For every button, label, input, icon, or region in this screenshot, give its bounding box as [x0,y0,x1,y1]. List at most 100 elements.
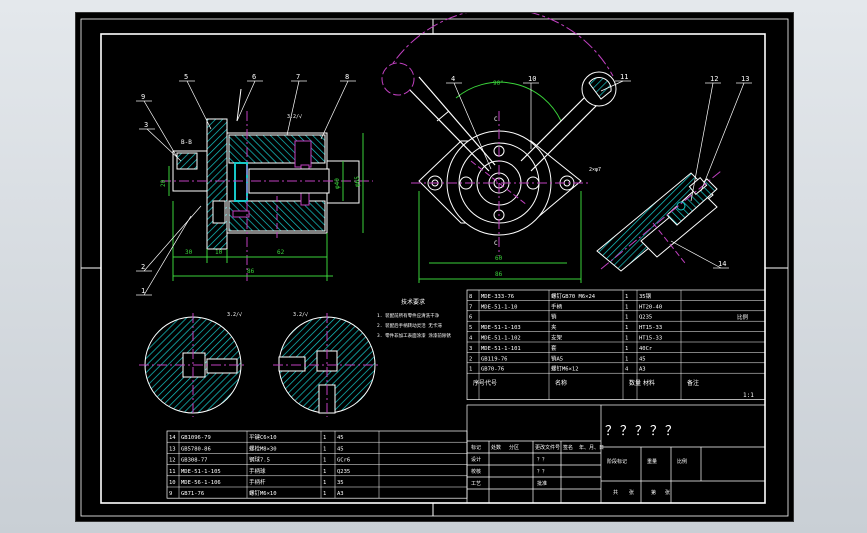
callout-13: 13 [700,75,752,192]
lower-bom-cell: GB308-77 [181,458,208,464]
tb-check: 校核 [471,468,481,475]
tb-mark-1: 处数 [491,444,501,451]
tb-mark-2: 分区 [509,444,519,451]
lower-bom-cell: 平键C6×10 [249,433,277,441]
lower-bom-cell: 1 [323,491,326,497]
callout-label-13: 13 [741,75,749,83]
lower-bom-cell: 13 [169,446,176,452]
title-block [466,404,766,504]
callout-2: 2 [136,205,202,272]
tb-approve: 批准 [537,480,547,487]
section-label-c1: C [494,116,498,123]
upper-bom-cell: MDE-51-1-103 [481,325,521,331]
front-section-view: 30 10 62 86 φ65 φ40 20 B-B 3.2/√ [160,88,373,281]
tb-sheet-1: 张 [629,489,634,496]
callout-12: 12 [690,75,721,202]
lower-bom-cell: GB1096-79 [181,435,211,441]
upper-bom-cell: 1 [625,304,628,310]
callout-label-6: 6 [252,73,256,81]
lower-bom-cell: 10 [169,480,176,486]
dim-86a: 86 [247,268,255,275]
dim-angle: 90° [493,80,504,87]
roughness-mark: 3.2/√ [287,114,302,120]
lower-bom-cell: GB5780-86 [181,446,211,452]
dim-phi40: φ40 [334,178,341,189]
callout-label-1: 1 [141,287,145,295]
upper-bom-header: 序号 [473,379,485,387]
upper-bom-cell: HT15-33 [639,325,662,331]
upper-bom-cell: 螺钉M6×12 [551,365,579,373]
side-section-detail [596,170,722,272]
upper-bom-cell: MDE-51-1-10 [481,304,517,310]
hole-note: 2×φ7 [589,167,601,173]
upper-bom-cell: 支架 [551,334,563,342]
upper-bom-cell: HT20-40 [639,304,662,310]
upper-bom-cell: 夹 [551,323,557,331]
tb-sheet-0: 共 [613,489,618,496]
lower-bom-cell: 1 [323,435,326,441]
upper-bom-cell: 1 [469,367,472,373]
upper-bom-cell: A3 [639,367,646,373]
callout-label-8: 8 [345,73,349,81]
lower-bom-cell: Q235 [337,469,350,475]
callout-1: 1 [136,215,192,296]
tb-sheet-2: 第 [651,489,656,496]
tb-qq-2: ？？ [537,469,547,475]
upper-bom-cell: HT15-33 [639,336,662,342]
lower-bom-cell: 手柄球 [249,467,266,475]
notes-line-3: 3. 零件非加工表面涂漆 涂漆前除锈 [377,332,451,339]
notes-title: 技术要求 [401,298,425,306]
lower-bom-cell: 45 [337,446,344,452]
callout-10: 10 [523,75,539,149]
callout-8: 8 [320,73,356,140]
tb-qq-1: ？？ [537,457,547,463]
upper-bom-cell: 销 [551,313,557,321]
assembly-drawing: 30 10 62 86 φ65 φ40 20 B-B 3.2/√ [80,7,789,517]
upper-bom-cell: 手柄 [551,302,563,310]
upper-bom-cell: MDE-51-1-101 [481,346,521,352]
callout-9: 9 [136,93,178,158]
lower-bom-cell: 11 [169,469,176,475]
lower-bom-cell: 14 [169,435,176,441]
lower-bom-cell: MDE-56-1-106 [181,480,221,486]
cad-drawing-viewport[interactable]: 30 10 62 86 φ65 φ40 20 B-B 3.2/√ [75,7,794,522]
upper-bom-cell: 7 [469,304,472,310]
upper-bom-cell: 1 [625,294,628,300]
upper-bom-cell: MDE-51-1-102 [481,336,521,342]
upper-bom-cell: 8 [469,294,472,300]
notes-line-2: 2. 装配后手柄转动灵活 无卡滞 [377,322,442,329]
upper-bom-cell: 3 [469,346,472,352]
upper-bom-cell: 1 [625,356,628,362]
upper-bom-cell: 2 [469,356,472,362]
tb-process: 工艺 [471,481,481,487]
upper-bom-side: 比例 [737,313,749,321]
lower-bom-cell: 钢球7.5 [249,456,270,464]
tb-stage-1: 重量 [647,458,657,465]
upper-bom-cell: 销A5 [551,354,563,362]
dim-20: 20 [160,179,167,187]
tb-stage-2: 比例 [677,458,687,465]
lower-bom-cell: GB71-76 [181,491,204,497]
dim-10: 10 [215,249,223,256]
callout-label-11: 11 [620,73,628,81]
upper-bom-cell: GB70-76 [481,367,504,373]
upper-bom-cell: 35钢 [639,292,652,300]
upper-bom-cell: 1 [625,336,628,342]
upper-bom-header: 名称 [555,379,567,387]
roughness-mark-b: 3.2/√ [293,312,308,318]
upper-bom-cell: MDE-333-76 [481,294,514,300]
upper-bom-cell: Q235 [639,315,652,321]
dim-30: 30 [185,249,193,256]
tb-mark-3: 更改文件号 [535,444,560,451]
lower-bom-cell: 12 [169,458,176,464]
lower-bom-cell: 螺钉M6×10 [249,489,277,497]
lower-bom-cell: MDE-51-1-105 [181,469,221,475]
lower-bom-cell: 螺栓M8×30 [249,444,277,452]
upper-bom-cell: 5 [469,325,472,331]
callout-label-3: 3 [144,121,148,129]
upper-bom-cell: 6 [469,315,472,321]
dim-62: 62 [277,249,285,256]
dim-phi65: φ65 [354,176,361,187]
